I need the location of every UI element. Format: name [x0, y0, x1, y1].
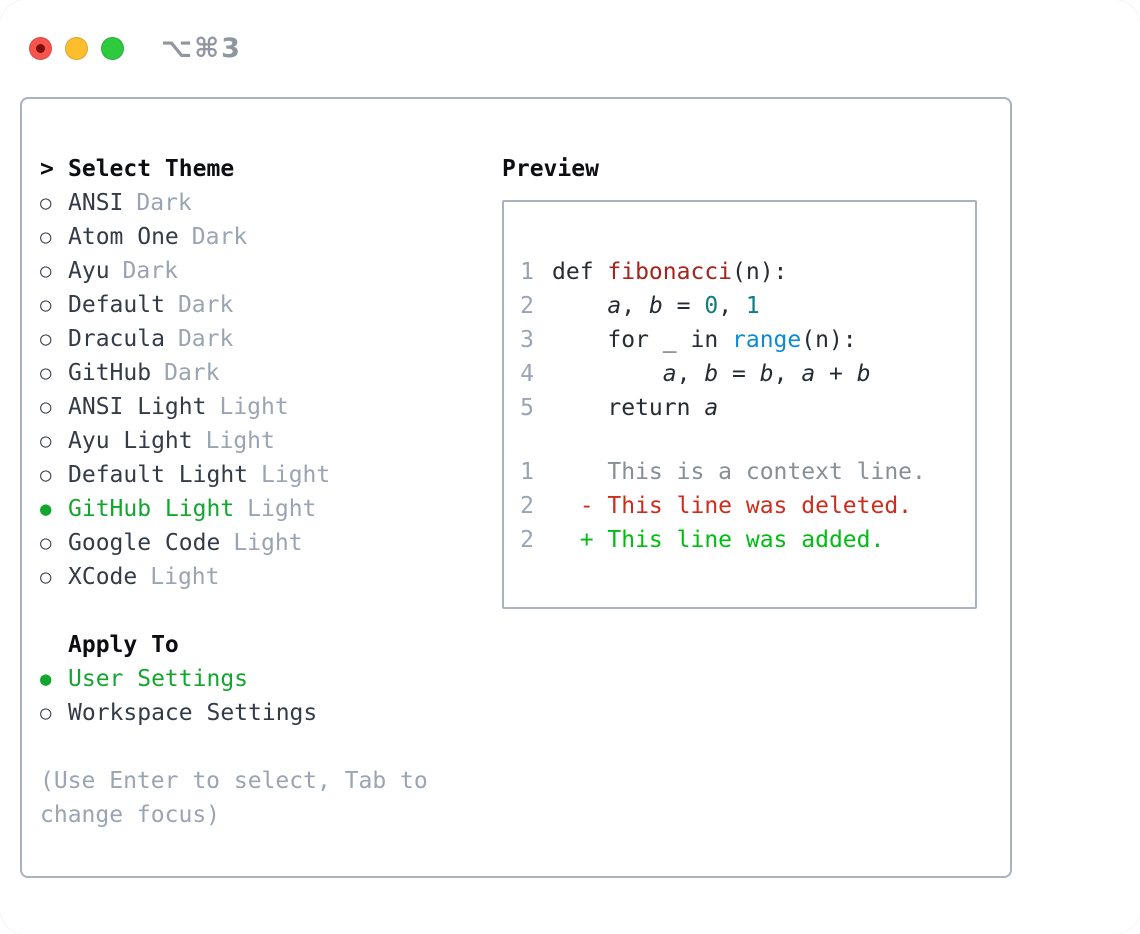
window-title: ⌥⌘3	[161, 33, 242, 64]
line-number: 2	[520, 527, 534, 553]
titlebar: ⌥⌘3	[0, 0, 1140, 97]
option-label: Default Light	[68, 462, 249, 488]
radio-selected-icon: ●	[40, 498, 52, 520]
traffic-lights	[29, 37, 137, 60]
select-theme-header: > Select Theme	[40, 152, 502, 186]
radio-unselected-icon: ○	[40, 396, 52, 418]
radio-unselected-icon: ○	[40, 464, 52, 486]
apply-option-workspace-settings[interactable]: ○ Workspace Settings	[40, 696, 502, 730]
theme-variant-label: Light	[247, 496, 317, 522]
theme-option-ansi-light[interactable]: ○ ANSI Light Light	[40, 390, 502, 424]
theme-variant-label: Light	[261, 462, 331, 488]
option-label: ANSI Light	[68, 394, 207, 420]
radio-selected-icon: ●	[40, 668, 52, 690]
focus-caret-icon: >	[40, 156, 54, 182]
apply-option-user-settings[interactable]: ● User Settings	[40, 662, 502, 696]
line-number: 5	[520, 395, 534, 421]
option-label: Dracula	[68, 326, 165, 352]
theme-option-ansi[interactable]: ○ ANSI Dark	[40, 186, 502, 220]
radio-unselected-icon: ○	[40, 294, 52, 316]
code-line: 3 for _ in range(n):	[520, 323, 975, 357]
option-label: XCode	[68, 564, 138, 590]
radio-unselected-icon: ○	[40, 532, 52, 554]
option-label: Google Code	[68, 530, 221, 556]
line-number: 3	[520, 327, 534, 353]
theme-variant-label: Light	[205, 428, 275, 454]
option-label: Ayu Light	[68, 428, 193, 454]
diff-line-context: 1 This is a context line.	[520, 455, 975, 489]
minimize-icon[interactable]	[65, 37, 88, 60]
theme-option-ayu[interactable]: ○ Ayu Dark	[40, 254, 502, 288]
apply-to-header: Apply To	[40, 628, 502, 662]
theme-variant-label: Dark	[191, 224, 248, 250]
theme-option-github-light[interactable]: ● GitHub Light Light	[40, 492, 502, 526]
preview-title: Preview	[502, 156, 599, 182]
select-theme-title: Select Theme	[68, 156, 235, 182]
radio-unselected-icon: ○	[40, 260, 52, 282]
theme-variant-label: Dark	[177, 292, 234, 318]
theme-option-default[interactable]: ○ Default Dark	[40, 288, 502, 322]
radio-unselected-icon: ○	[40, 566, 52, 588]
theme-variant-label: Dark	[136, 190, 192, 216]
theme-variant-label: Dark	[177, 326, 234, 352]
radio-unselected-icon: ○	[40, 430, 52, 452]
zoom-icon[interactable]	[101, 37, 124, 60]
keyboard-hint: (Use Enter to select, Tab to change focu…	[40, 768, 428, 828]
radio-unselected-icon: ○	[40, 362, 52, 384]
close-icon[interactable]	[29, 37, 52, 60]
theme-variant-label: Light	[219, 394, 289, 420]
radio-unselected-icon: ○	[40, 192, 52, 214]
radio-unselected-icon: ○	[40, 702, 52, 724]
diff-line-deleted: 2 - This line was deleted.	[520, 489, 975, 523]
theme-option-dracula[interactable]: ○ Dracula Dark	[40, 322, 502, 356]
diff-preview: 1 This is a context line.2 - This line w…	[520, 455, 975, 557]
theme-option-github[interactable]: ○ GitHub Dark	[40, 356, 502, 390]
code-line: 2 a, b = 0, 1	[520, 289, 975, 323]
line-number: 2	[520, 493, 534, 519]
option-label: Default	[68, 292, 165, 318]
theme-variant-label: Light	[150, 564, 220, 590]
theme-option-xcode[interactable]: ○ XCode Light	[40, 560, 502, 594]
code-line: 4 a, b = b, a + b	[520, 357, 975, 391]
apply-to-title: Apply To	[68, 632, 179, 658]
option-label: GitHub Light	[68, 496, 235, 522]
line-number: 2	[520, 293, 534, 319]
theme-option-default-light[interactable]: ○ Default Light Light	[40, 458, 502, 492]
theme-option-google-code[interactable]: ○ Google Code Light	[40, 526, 502, 560]
radio-unselected-icon: ○	[40, 226, 52, 248]
option-label: Workspace Settings	[68, 700, 318, 726]
theme-option-atom-one[interactable]: ○ Atom One Dark	[40, 220, 502, 254]
option-label: ANSI	[68, 190, 124, 216]
line-number: 1	[520, 459, 534, 485]
line-number: 1	[520, 259, 534, 285]
option-label: GitHub	[68, 360, 152, 386]
option-label: User Settings	[68, 666, 249, 692]
diff-line-added: 2 + This line was added.	[520, 523, 975, 557]
theme-option-ayu-light[interactable]: ○ Ayu Light Light	[40, 424, 502, 458]
apply-to-options: ● User Settings ○ Workspace Settings	[40, 662, 502, 730]
option-label: Atom One	[68, 224, 179, 250]
theme-variant-label: Light	[233, 530, 303, 556]
code-line: 5 return a	[520, 391, 975, 425]
line-number: 4	[520, 361, 534, 387]
option-label: Ayu	[68, 258, 110, 284]
radio-unselected-icon: ○	[40, 328, 52, 350]
theme-variant-label: Dark	[164, 360, 220, 386]
theme-variant-label: Dark	[122, 258, 178, 284]
